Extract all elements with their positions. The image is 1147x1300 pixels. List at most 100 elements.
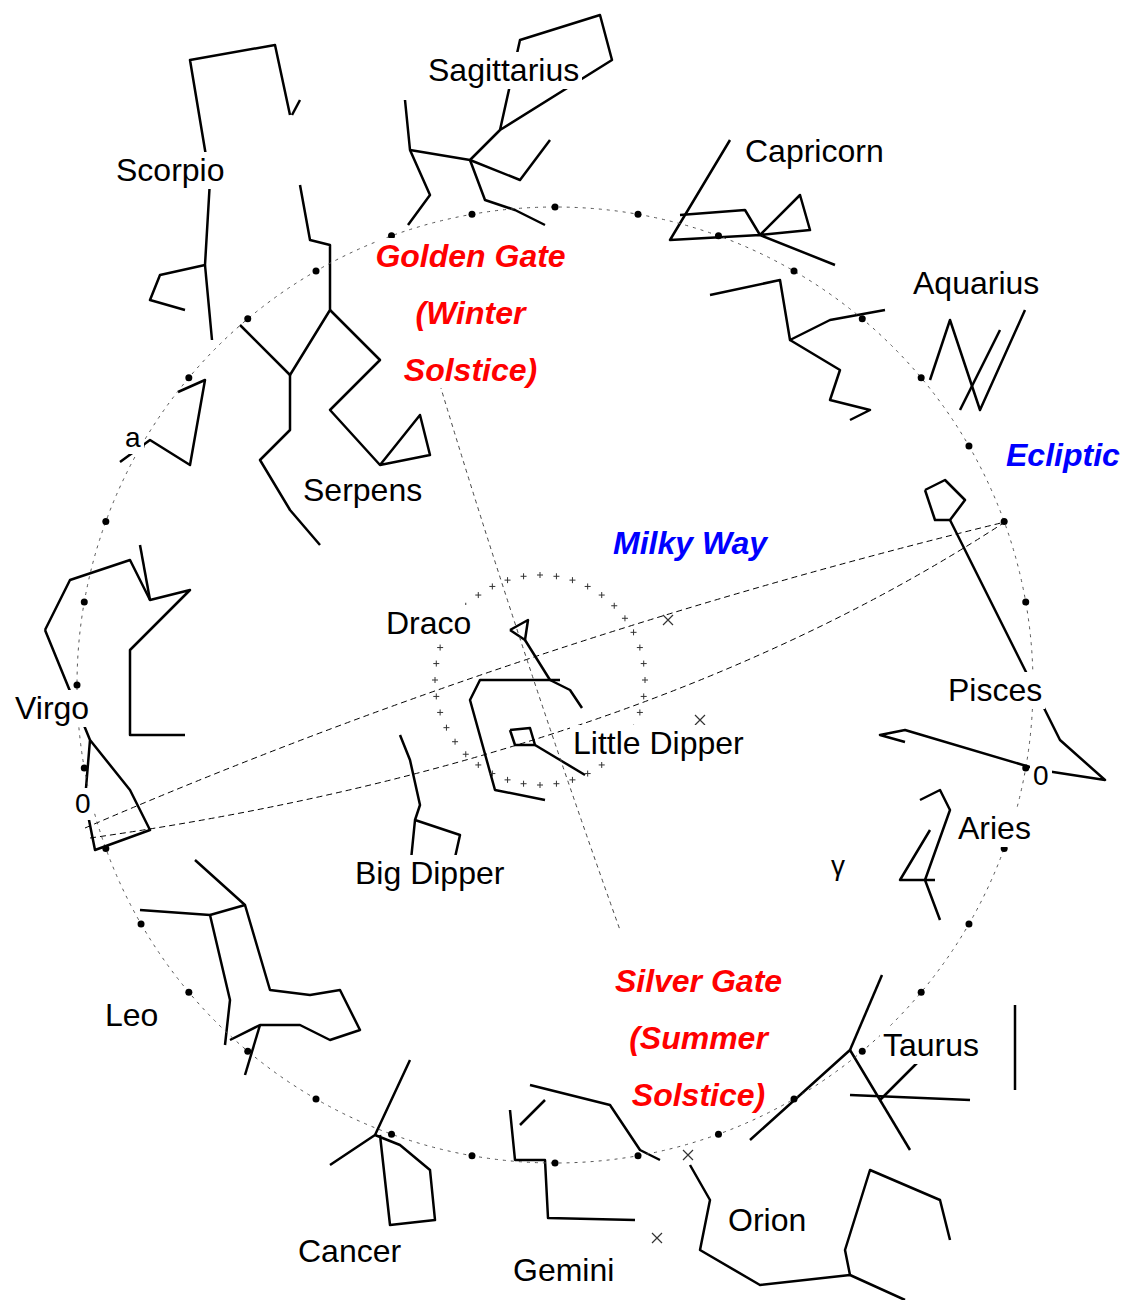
ecliptic-dot	[313, 268, 320, 275]
pole-ring-mark	[437, 709, 443, 715]
ecliptic-dot	[313, 1095, 320, 1102]
pole-ring-mark	[432, 677, 438, 683]
x-mark	[663, 615, 673, 625]
mark-label: a	[122, 422, 144, 454]
ecliptic-circle	[77, 207, 1033, 1163]
pole-ring-mark	[599, 762, 605, 768]
pole-ring-mark	[585, 771, 591, 777]
constellation-label: Cancer	[295, 1233, 404, 1270]
pole-ring-mark	[585, 583, 591, 589]
pole-ring-mark	[505, 777, 511, 783]
constellation-label: Pisces	[945, 672, 1045, 709]
constellation-label: Draco	[383, 605, 474, 642]
ecliptic-dot	[102, 845, 109, 852]
ecliptic-dot	[715, 232, 722, 239]
pole-ring-mark	[637, 645, 643, 651]
constellation-label: Virgo	[12, 690, 92, 727]
constellation-lines	[45, 15, 1105, 1300]
pole-ring-mark	[537, 782, 543, 788]
gate-label: Silver Gate (Summer Solstice)	[588, 953, 809, 1124]
ecliptic-dot	[715, 1131, 722, 1138]
x-mark	[695, 715, 705, 725]
constellation-label: Scorpio	[113, 152, 228, 189]
constellation-label: Aries	[955, 810, 1034, 847]
pole-ring-mark	[521, 573, 527, 579]
band-label: Milky Way	[610, 525, 770, 562]
ecliptic-dot	[1022, 765, 1029, 772]
pole-ring-mark	[437, 645, 443, 651]
x-mark	[652, 1233, 662, 1243]
ecliptic-dot	[552, 1160, 559, 1167]
ecliptic-dot	[552, 204, 559, 211]
ecliptic-dot	[791, 268, 798, 275]
milky-way-band	[85, 522, 1005, 838]
ecliptic-dot	[965, 921, 972, 928]
ecliptic-dot	[244, 1048, 251, 1055]
constellation-label: Little Dipper	[570, 725, 747, 762]
pole-ring-mark	[622, 615, 628, 621]
constellation-label: Aquarius	[910, 265, 1042, 302]
solstitial-colure	[440, 385, 620, 930]
gate-text: Silver Gate (Summer Solstice)	[615, 963, 782, 1113]
pole-ring-mark	[475, 762, 481, 768]
pole-ring-mark	[489, 771, 495, 777]
ecliptic-dot	[185, 989, 192, 996]
pole-ring-mark	[537, 572, 543, 578]
chart-marks	[74, 204, 1037, 1244]
ecliptic-dot	[918, 374, 925, 381]
ecliptic-dot	[138, 921, 145, 928]
pole-ring-mark	[443, 725, 449, 731]
constellation-label: Serpens	[300, 472, 425, 509]
mark-label: γ	[828, 850, 848, 882]
ecliptic-dot	[74, 682, 81, 689]
pole-ring-mark	[642, 677, 648, 683]
ecliptic-dot	[81, 765, 88, 772]
ecliptic-dot	[81, 598, 88, 605]
pole-ring-mark	[452, 739, 458, 745]
ecliptic-dot	[918, 989, 925, 996]
constellation-label: Capricorn	[742, 133, 887, 170]
pole-ring-mark	[599, 592, 605, 598]
pole-ring-mark	[631, 629, 637, 635]
pole-ring-mark	[569, 777, 575, 783]
ecliptic-dot	[1022, 598, 1029, 605]
pole-ring-mark	[475, 592, 481, 598]
ecliptic-dot	[244, 315, 251, 322]
ecliptic-dot	[102, 518, 109, 525]
pole-ring-mark	[505, 577, 511, 583]
ecliptic-dot	[468, 1152, 475, 1159]
pole-ring-mark	[433, 661, 439, 667]
ecliptic-dot	[859, 315, 866, 322]
pole-ring-mark	[611, 603, 617, 609]
pole-ring-mark	[569, 577, 575, 583]
mark-label: 0	[1030, 760, 1052, 792]
constellation-label: Leo	[102, 997, 161, 1034]
constellation-label: Taurus	[880, 1027, 982, 1064]
ecliptic-dot	[859, 1048, 866, 1055]
ecliptic-dot	[1001, 518, 1008, 525]
band-label: Ecliptic	[1003, 437, 1123, 474]
pole-ring-mark	[553, 781, 559, 787]
constellation-label: Orion	[725, 1202, 809, 1239]
pole-ring-mark	[637, 709, 643, 715]
pole-ring-mark	[553, 573, 559, 579]
pole-ring-mark	[489, 583, 495, 589]
gate-label: Golden Gate (Winter Solstice)	[355, 228, 586, 399]
ecliptic-dot	[965, 443, 972, 450]
pole-ring-mark	[641, 693, 647, 699]
x-mark	[683, 1150, 693, 1160]
mark-label: 0	[72, 788, 94, 820]
ecliptic-dot	[468, 211, 475, 218]
pole-ring-mark	[463, 751, 469, 757]
constellation-label: Sagittarius	[425, 52, 582, 89]
pole-ring-mark	[521, 781, 527, 787]
ecliptic-dot	[791, 1095, 798, 1102]
ecliptic-dot	[185, 374, 192, 381]
constellation-label: Gemini	[510, 1252, 617, 1289]
pole-ring-mark	[433, 693, 439, 699]
ecliptic-dot	[635, 211, 642, 218]
pole-ring-mark	[641, 661, 647, 667]
ecliptic-dot	[388, 1131, 395, 1138]
constellation-label: Big Dipper	[352, 855, 507, 892]
